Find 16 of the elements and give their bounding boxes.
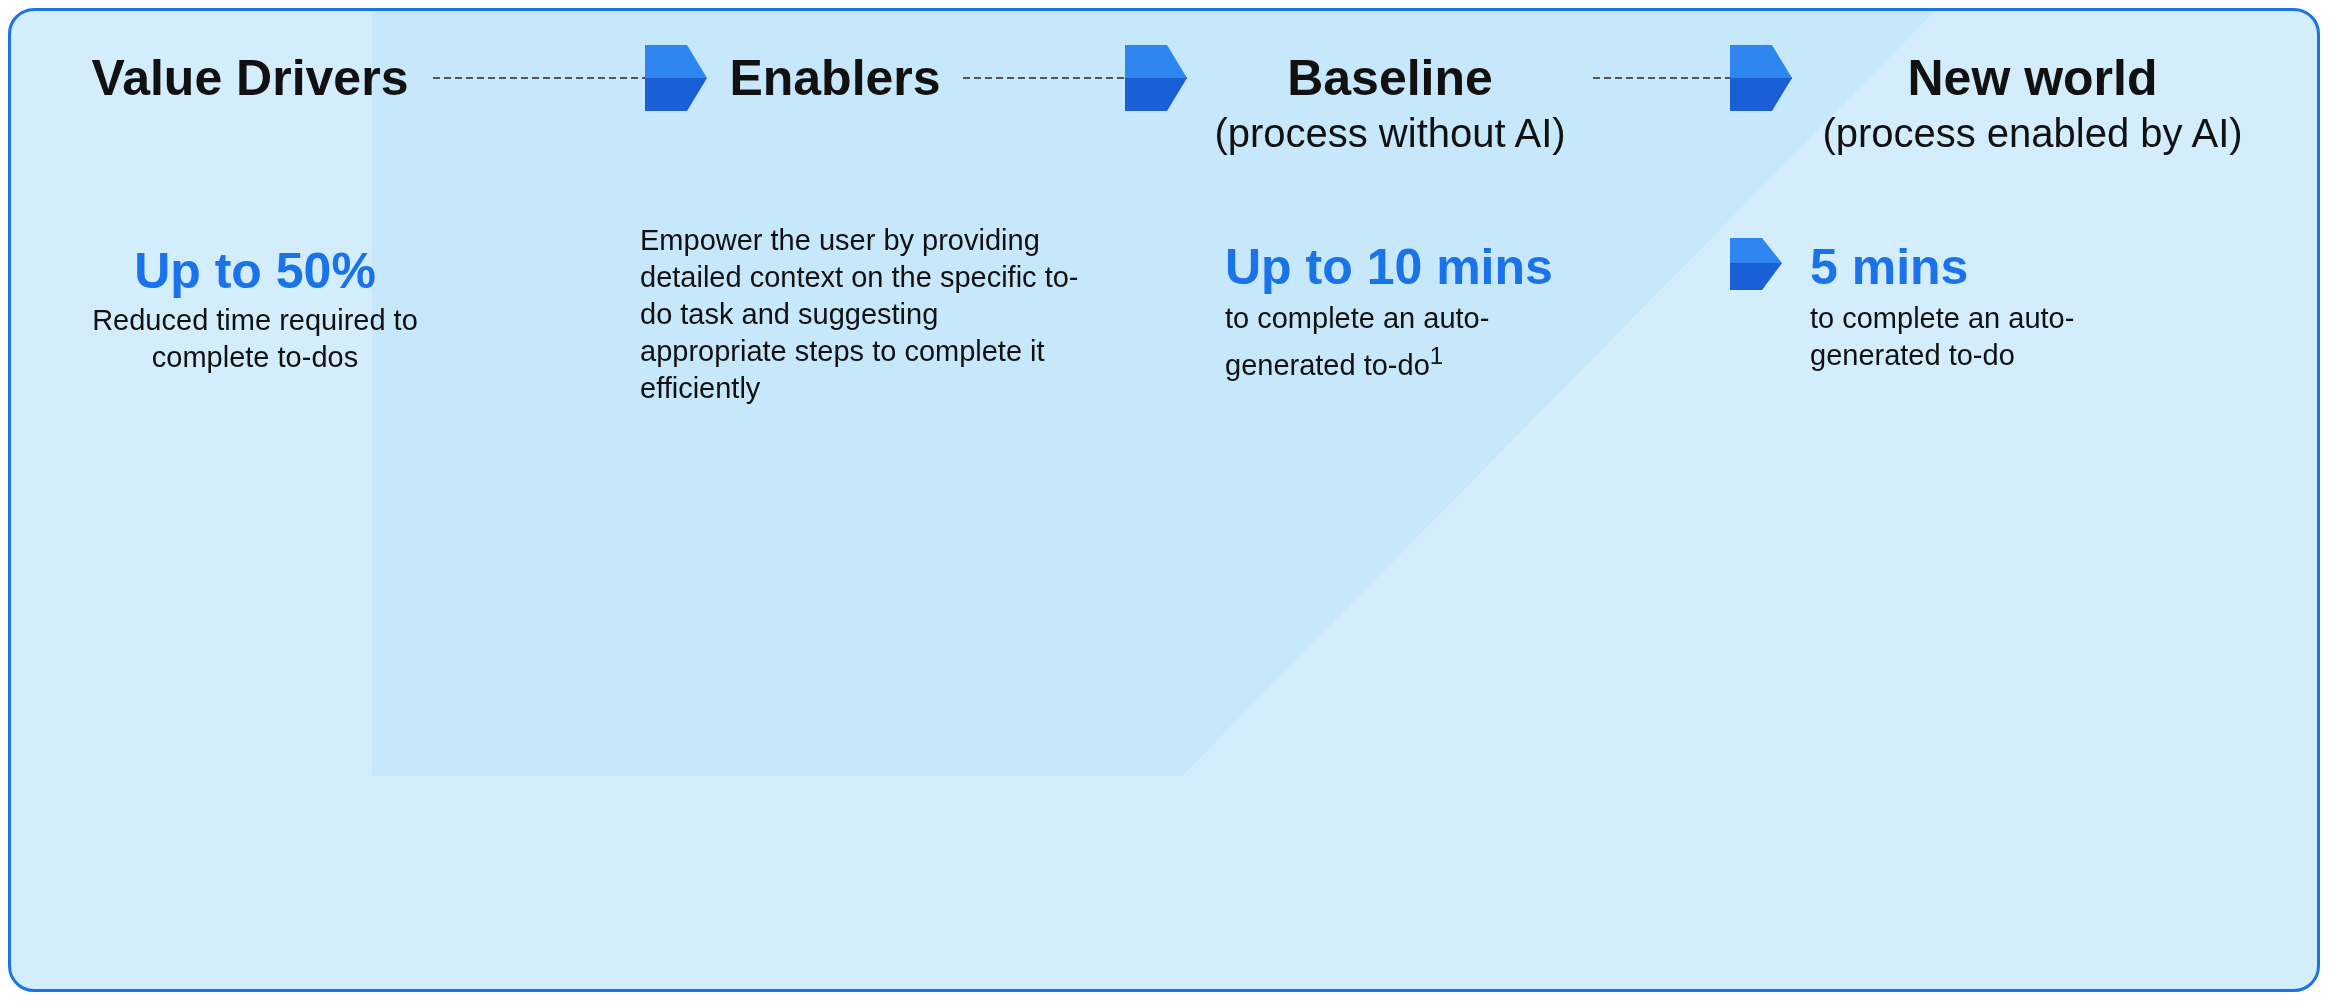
metric-description: to complete an auto-generated to-do$^{1}$ [1225, 301, 1491, 383]
dashed-connector [1592, 45, 1793, 111]
column-subtitle: (process without AI) [1213, 110, 1567, 157]
metric-description: Reduced time required to complete to-dos [91, 303, 419, 375]
column-heading: New world [1906, 49, 2159, 108]
metric-value: Up to 10 mins [1225, 238, 1554, 296]
column-heading: Baseline [1286, 49, 1494, 108]
column-heading: Enablers [728, 49, 942, 108]
metric-description: to complete an auto-generated to-do [1810, 301, 2076, 373]
column-subtitle: (process enabled by AI) [1821, 110, 2244, 157]
dashed-connector [962, 45, 1188, 111]
metric-value: 5 mins [1810, 238, 1970, 296]
column-heading: Value Drivers [90, 49, 410, 108]
dashed-connector [432, 45, 708, 111]
metric-value: Up to 50% [133, 242, 377, 300]
description-text: Empower the user by providing detailed context on the specific to-do task and suggesting appropriate steps to complete it efficiently [640, 223, 1080, 406]
